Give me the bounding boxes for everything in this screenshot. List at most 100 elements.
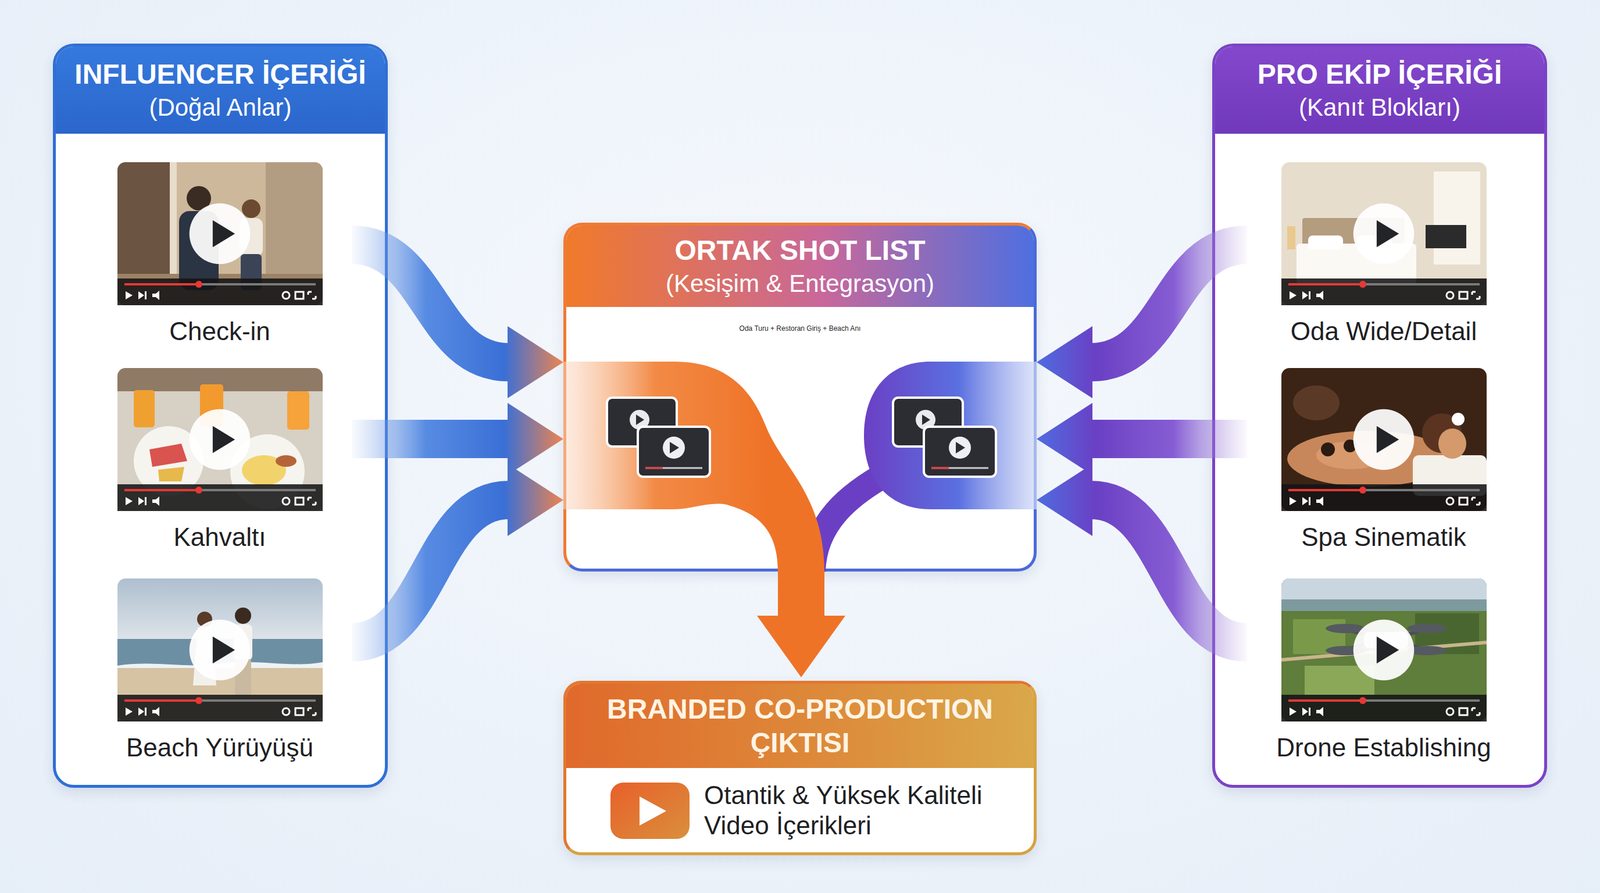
tile-label: Check-in [169, 316, 271, 346]
beach-scene [193, 627, 217, 686]
play-button [189, 619, 251, 681]
flow-arrow [1036, 402, 1248, 475]
play-button [1353, 409, 1415, 471]
breakfast-scene [117, 368, 323, 392]
room-scene [1425, 225, 1467, 249]
arrow-band [351, 419, 509, 459]
header-title: PRO EKİP İÇERİĞİ [1257, 58, 1503, 91]
breakfast-scene [117, 368, 323, 512]
flow-arrow [351, 463, 564, 643]
box-header: PRO EKİP İÇERİĞİ(Kanıt Blokları) [1215, 46, 1545, 134]
video-tile: Oda Wide/Detail [1247, 156, 1521, 352]
room-scene [1281, 162, 1487, 306]
spa-scene [1412, 455, 1487, 496]
player-controls [117, 694, 323, 722]
tile-label: Spa Sinematik [1301, 522, 1467, 552]
arrow-band [1091, 500, 1248, 643]
drone-scene [1406, 623, 1447, 634]
drone-scene [1281, 578, 1487, 602]
body-text: Oda Turu + Restoran Giriş + Beach Anı [566, 324, 1034, 333]
spa-scene [1438, 428, 1467, 459]
checkin-scene [179, 211, 219, 291]
box-header: INFLUENCER İÇERİĞİ(Doğal Anlar) [55, 46, 385, 134]
arrow-head [1036, 402, 1093, 475]
player-controls [1281, 484, 1487, 512]
flow-arrow [1036, 244, 1248, 399]
player-controls [117, 278, 323, 306]
checkin-scene [265, 162, 323, 306]
video-tile: Spa Sinematik [1247, 362, 1521, 558]
drone-scene [1345, 629, 1427, 650]
room-scene [1308, 235, 1344, 250]
beach-scene [117, 668, 323, 722]
drone-scene [1304, 665, 1375, 695]
beach-scene [117, 638, 323, 667]
video-tile: Kahvaltı [87, 362, 352, 558]
video-thumbnail [117, 368, 323, 512]
drone-scene [1281, 642, 1487, 660]
checkin-scene [117, 162, 170, 306]
header-subtitle: (Kesişim & Entegrasyon) [665, 269, 935, 299]
video-thumbnail [1281, 578, 1487, 722]
breakfast-scene [117, 368, 323, 512]
tile-label: Drone Establishing [1276, 733, 1491, 763]
video-tile: Drone Establishing [1247, 573, 1521, 769]
checkin-scene [117, 162, 323, 306]
video-play-icon [639, 796, 667, 826]
drone-scene [1345, 629, 1427, 650]
arrow-head [1036, 326, 1093, 399]
checkin-scene [186, 186, 212, 211]
output-box: BRANDED CO-PRODUCTION ÇIKTISIOtantik & Y… [563, 680, 1037, 856]
purple-swoosh [812, 472, 890, 572]
player-controls [1281, 278, 1487, 306]
checkin-scene [239, 218, 263, 257]
breakfast-scene [158, 466, 185, 482]
checkin-scene [240, 254, 262, 291]
source-panel: PRO EKİP İÇERİĞİ(Kanıt Blokları) Oda Wide… [1212, 43, 1548, 788]
drone-scene [1293, 619, 1346, 655]
shot-list-box: ORTAK SHOT LIST(Kesişim & Entegrasyon)Od… [563, 222, 1037, 572]
drone-scene [1281, 599, 1487, 612]
header-subtitle: (Kanıt Blokları) [1298, 93, 1461, 123]
spa-scene [1422, 413, 1462, 453]
play-button [1353, 203, 1415, 265]
breakfast-scene [241, 455, 287, 486]
source-panel: INFLUENCER İÇERİĞİ(Doğal Anlar) Check-inK… [52, 43, 388, 788]
beach-scene [234, 659, 252, 696]
spa-scene [1343, 439, 1357, 453]
arrow-band [351, 500, 509, 643]
tile-label: Oda Wide/Detail [1290, 316, 1477, 346]
checkin-scene [241, 199, 261, 219]
breakfast-scene [133, 390, 155, 428]
video-thumbnail [1281, 162, 1487, 306]
tile-label: Kahvaltı [173, 522, 267, 552]
room-scene [1302, 218, 1405, 249]
drone-scene [1325, 645, 1366, 656]
breakfast-scene [149, 443, 188, 467]
orange-blob [563, 361, 825, 572]
arrow-band [1091, 419, 1248, 459]
play-button [189, 203, 251, 265]
flow-arrow [1036, 463, 1248, 643]
flow-arrow [756, 571, 846, 678]
video-play-icon [610, 782, 690, 839]
play-button [1353, 619, 1415, 681]
arrow-band [1091, 244, 1248, 363]
room-scene [1281, 162, 1487, 306]
beach-scene [117, 578, 323, 722]
flow-arrow [351, 244, 564, 399]
box-body: Oda Turu + Restoran Giriş + Beach Anı [566, 306, 1034, 333]
room-scene [1356, 235, 1392, 250]
spa-scene [1293, 385, 1340, 421]
arrow-head [507, 463, 564, 537]
beach-scene [117, 578, 323, 649]
video-thumbnail [117, 578, 323, 722]
breakfast-scene [287, 391, 310, 430]
video-tile: Check-in [87, 156, 352, 352]
tile-label: Beach Yürüyüşü [126, 733, 314, 763]
drone-scene [1325, 623, 1366, 634]
drone-scene [1281, 578, 1487, 722]
drone-scene [1406, 645, 1447, 656]
